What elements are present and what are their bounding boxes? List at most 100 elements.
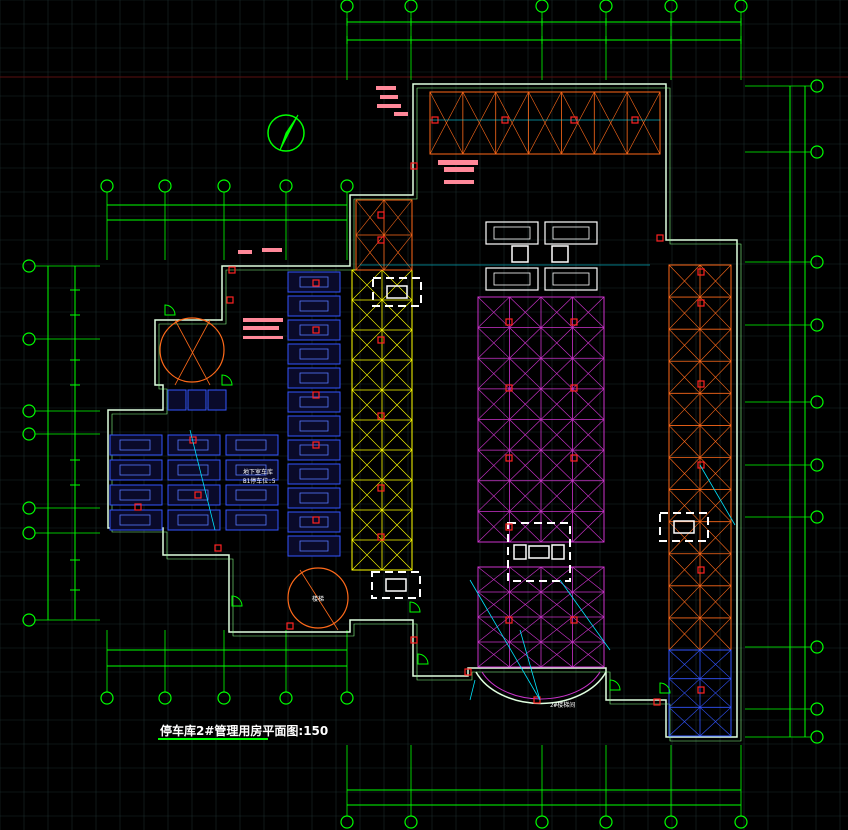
parking-space [167, 484, 221, 506]
stair-label-left: 楼梯 [312, 596, 325, 603]
annotation-tag [380, 95, 398, 99]
axis-bubble [810, 640, 824, 654]
parking-space [109, 484, 163, 506]
yellow-truss-brace [381, 539, 413, 571]
axis-bubble [22, 259, 36, 273]
annotation-tag [376, 86, 396, 90]
axis-bubble [734, 815, 748, 829]
orange-truss-right-brace [699, 264, 732, 298]
yellow-truss-brace [351, 539, 383, 571]
yellow-truss-brace [381, 389, 413, 421]
leader-line [559, 579, 611, 651]
axis-bubble [810, 79, 824, 93]
parking-space [287, 391, 341, 413]
yellow-truss-brace [351, 269, 383, 301]
marker-icon [697, 686, 705, 694]
orange-truss-right-brace [668, 585, 701, 619]
blue-truss-right-brace [699, 707, 732, 737]
axis-bubble [217, 179, 231, 193]
orange-truss-right-brace [699, 585, 732, 619]
marker-icon [464, 668, 472, 676]
equipment-icon [385, 578, 407, 592]
marker-icon [653, 698, 661, 706]
axis-bubble [810, 318, 824, 332]
marker-icon [697, 461, 705, 469]
axis-bubble [22, 526, 36, 540]
parked-car-icon [299, 420, 329, 432]
axis-bubble [664, 0, 678, 13]
leader-line [469, 579, 541, 701]
purple-truss-brace [477, 511, 510, 543]
parking-space [287, 463, 341, 485]
parking-space [287, 415, 341, 437]
orange-truss-small-brace [355, 199, 385, 236]
parked-car-icon [119, 489, 151, 501]
parked-car-icon [299, 492, 329, 504]
parking-space [225, 509, 279, 531]
marker-icon [312, 516, 320, 524]
parking-space [287, 343, 341, 365]
leader-line [189, 429, 216, 531]
stair-line [174, 319, 211, 386]
orange-truss-small-brace [383, 199, 413, 236]
purple-truss-low-brace [477, 616, 510, 643]
annotation-tag [444, 167, 474, 172]
parked-car-icon [299, 540, 329, 552]
purple-truss-brace [477, 358, 510, 390]
orange-truss-right-brace [699, 457, 732, 490]
purple-truss-low-brace [540, 566, 573, 593]
parking-space [287, 295, 341, 317]
yellow-truss-brace [381, 299, 413, 331]
annotation-tag [394, 112, 408, 116]
parked-car-icon [299, 300, 329, 312]
car-outline-icon [544, 267, 598, 291]
annotation-tag [243, 318, 283, 322]
axis-bubble [404, 0, 418, 13]
axis-bubble [100, 691, 114, 705]
marker-icon [312, 279, 320, 287]
purple-truss-brace [540, 419, 573, 451]
orange-truss-right-brace [668, 457, 701, 490]
orange-truss-right-brace [668, 296, 701, 330]
marker-icon [505, 384, 513, 392]
parking-space [287, 271, 341, 293]
marker-icon [286, 622, 294, 630]
purple-truss-brace [509, 388, 542, 420]
parked-car-icon [299, 396, 329, 408]
marker-icon [697, 566, 705, 574]
axis-bubble [158, 691, 172, 705]
orange-truss-top-brace [462, 91, 496, 155]
orange-truss-right-brace [699, 553, 732, 587]
axis-bubble [599, 815, 613, 829]
car-outline-icon [485, 267, 539, 291]
orange-truss-right-brace [699, 489, 732, 522]
marker-icon [312, 326, 320, 334]
orange-truss-right-brace [668, 361, 701, 394]
parking-space [287, 487, 341, 509]
car-windshield [493, 226, 531, 240]
entrance-arc-inner [481, 671, 601, 700]
axis-bubble [810, 702, 824, 716]
orange-truss-small-brace [383, 234, 413, 271]
axis-bubble [217, 691, 231, 705]
marker-icon [410, 636, 418, 644]
equipment-icon [528, 545, 550, 559]
purple-truss-brace [509, 358, 542, 390]
marker-icon [410, 162, 418, 170]
stair-circle [287, 567, 349, 629]
building-outline-inner [111, 87, 742, 742]
parking-space [287, 367, 341, 389]
parking-space [287, 511, 341, 533]
marker-icon [570, 454, 578, 462]
purple-truss-brace [572, 449, 605, 481]
marker-icon [697, 380, 705, 388]
axis-bubble [810, 730, 824, 744]
yellow-truss-brace [381, 479, 413, 511]
purple-truss-brace [509, 296, 542, 328]
orange-truss-right-brace [668, 521, 701, 554]
purple-truss-brace [572, 327, 605, 359]
orange-truss-right-brace [699, 425, 732, 458]
purple-truss-brace [540, 296, 573, 328]
equipment-icon [513, 544, 527, 560]
leader-line [469, 679, 476, 701]
